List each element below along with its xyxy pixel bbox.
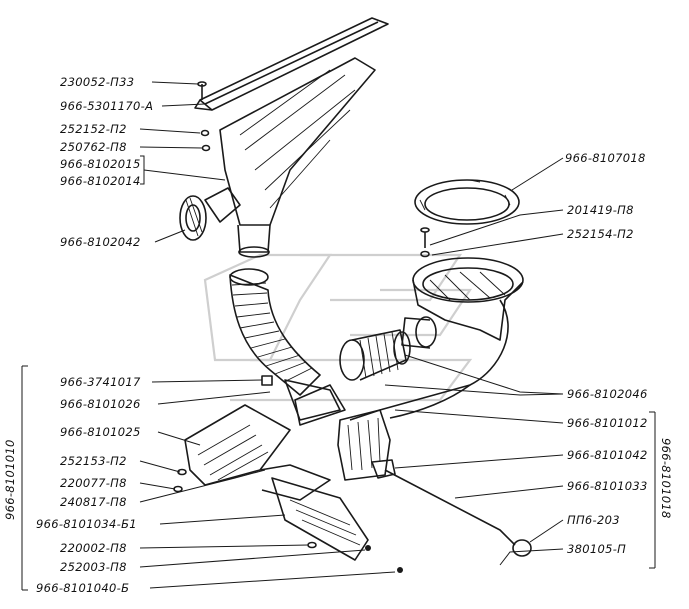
air-intake-funnel xyxy=(194,17,389,258)
bellows-coupling xyxy=(339,329,411,381)
label-966-8101012: 966-8101012 xyxy=(567,416,648,430)
heater-housing xyxy=(349,257,524,421)
label-966-8102042: 966-8102042 xyxy=(60,235,141,249)
label-252154: 252154-П2 xyxy=(567,227,634,241)
left-labels: 230052-П33 966-5301170-А 252152-П2 25076… xyxy=(36,75,153,595)
label-966-8101025: 966-8101025 xyxy=(60,425,141,439)
label-252152: 252152-П2 xyxy=(60,122,127,136)
label-966-8102046: 966-8102046 xyxy=(567,387,648,401)
label-250762: 250762-П8 xyxy=(60,140,127,154)
corrugated-hose xyxy=(229,268,341,421)
label-966-3741017: 966-3741017 xyxy=(60,375,141,389)
label-220002: 220002-П8 xyxy=(60,541,127,555)
bolt-small xyxy=(197,81,211,152)
label-966-8102015: 966-8102015 xyxy=(60,157,141,171)
right-labels: 966-8107018 201419-П8 252154-П2 966-8102… xyxy=(565,151,648,556)
control-cable xyxy=(365,459,532,573)
label-252003: 252003-П8 xyxy=(60,560,127,574)
label-220077: 220077-П8 xyxy=(60,476,127,490)
right-leaders xyxy=(384,157,564,566)
label-966-5301170: 966-5301170-А xyxy=(60,99,153,113)
lower-duct-box xyxy=(294,384,391,481)
label-ПП6-203: ПП6-203 xyxy=(567,513,620,527)
label-201419: 201419-П8 xyxy=(567,203,634,217)
label-252153: 252153-П2 xyxy=(60,454,127,468)
side-pipe-flange xyxy=(179,187,241,241)
label-966-8101040: 966-8101040-Б xyxy=(36,581,129,595)
label-966-8101042: 966-8101042 xyxy=(567,448,648,462)
right-group-bracket: 966-8101018 xyxy=(649,411,673,569)
louver-tray xyxy=(184,404,331,501)
ring-gasket xyxy=(414,179,520,225)
label-966-8102014: 966-8102014 xyxy=(60,174,141,188)
label-240817: 240817-П8 xyxy=(60,495,127,509)
label-966-8101026: 966-8101026 xyxy=(60,397,141,411)
right-group-label: 966-8101018 xyxy=(659,438,673,519)
left-group-label: 966-8101010 xyxy=(3,439,17,520)
left-leaders xyxy=(139,81,396,589)
label-966-8101034: 966-8101034-Б1 xyxy=(36,517,137,531)
label-230052: 230052-П33 xyxy=(60,75,134,89)
label-966-8107018: 966-8107018 xyxy=(565,151,646,165)
label-966-8101033: 966-8101033 xyxy=(567,479,648,493)
bottom-plate xyxy=(271,477,369,561)
label-380105: 380105-П xyxy=(567,542,626,556)
left-group-bracket: 966-8101010 xyxy=(3,365,28,591)
